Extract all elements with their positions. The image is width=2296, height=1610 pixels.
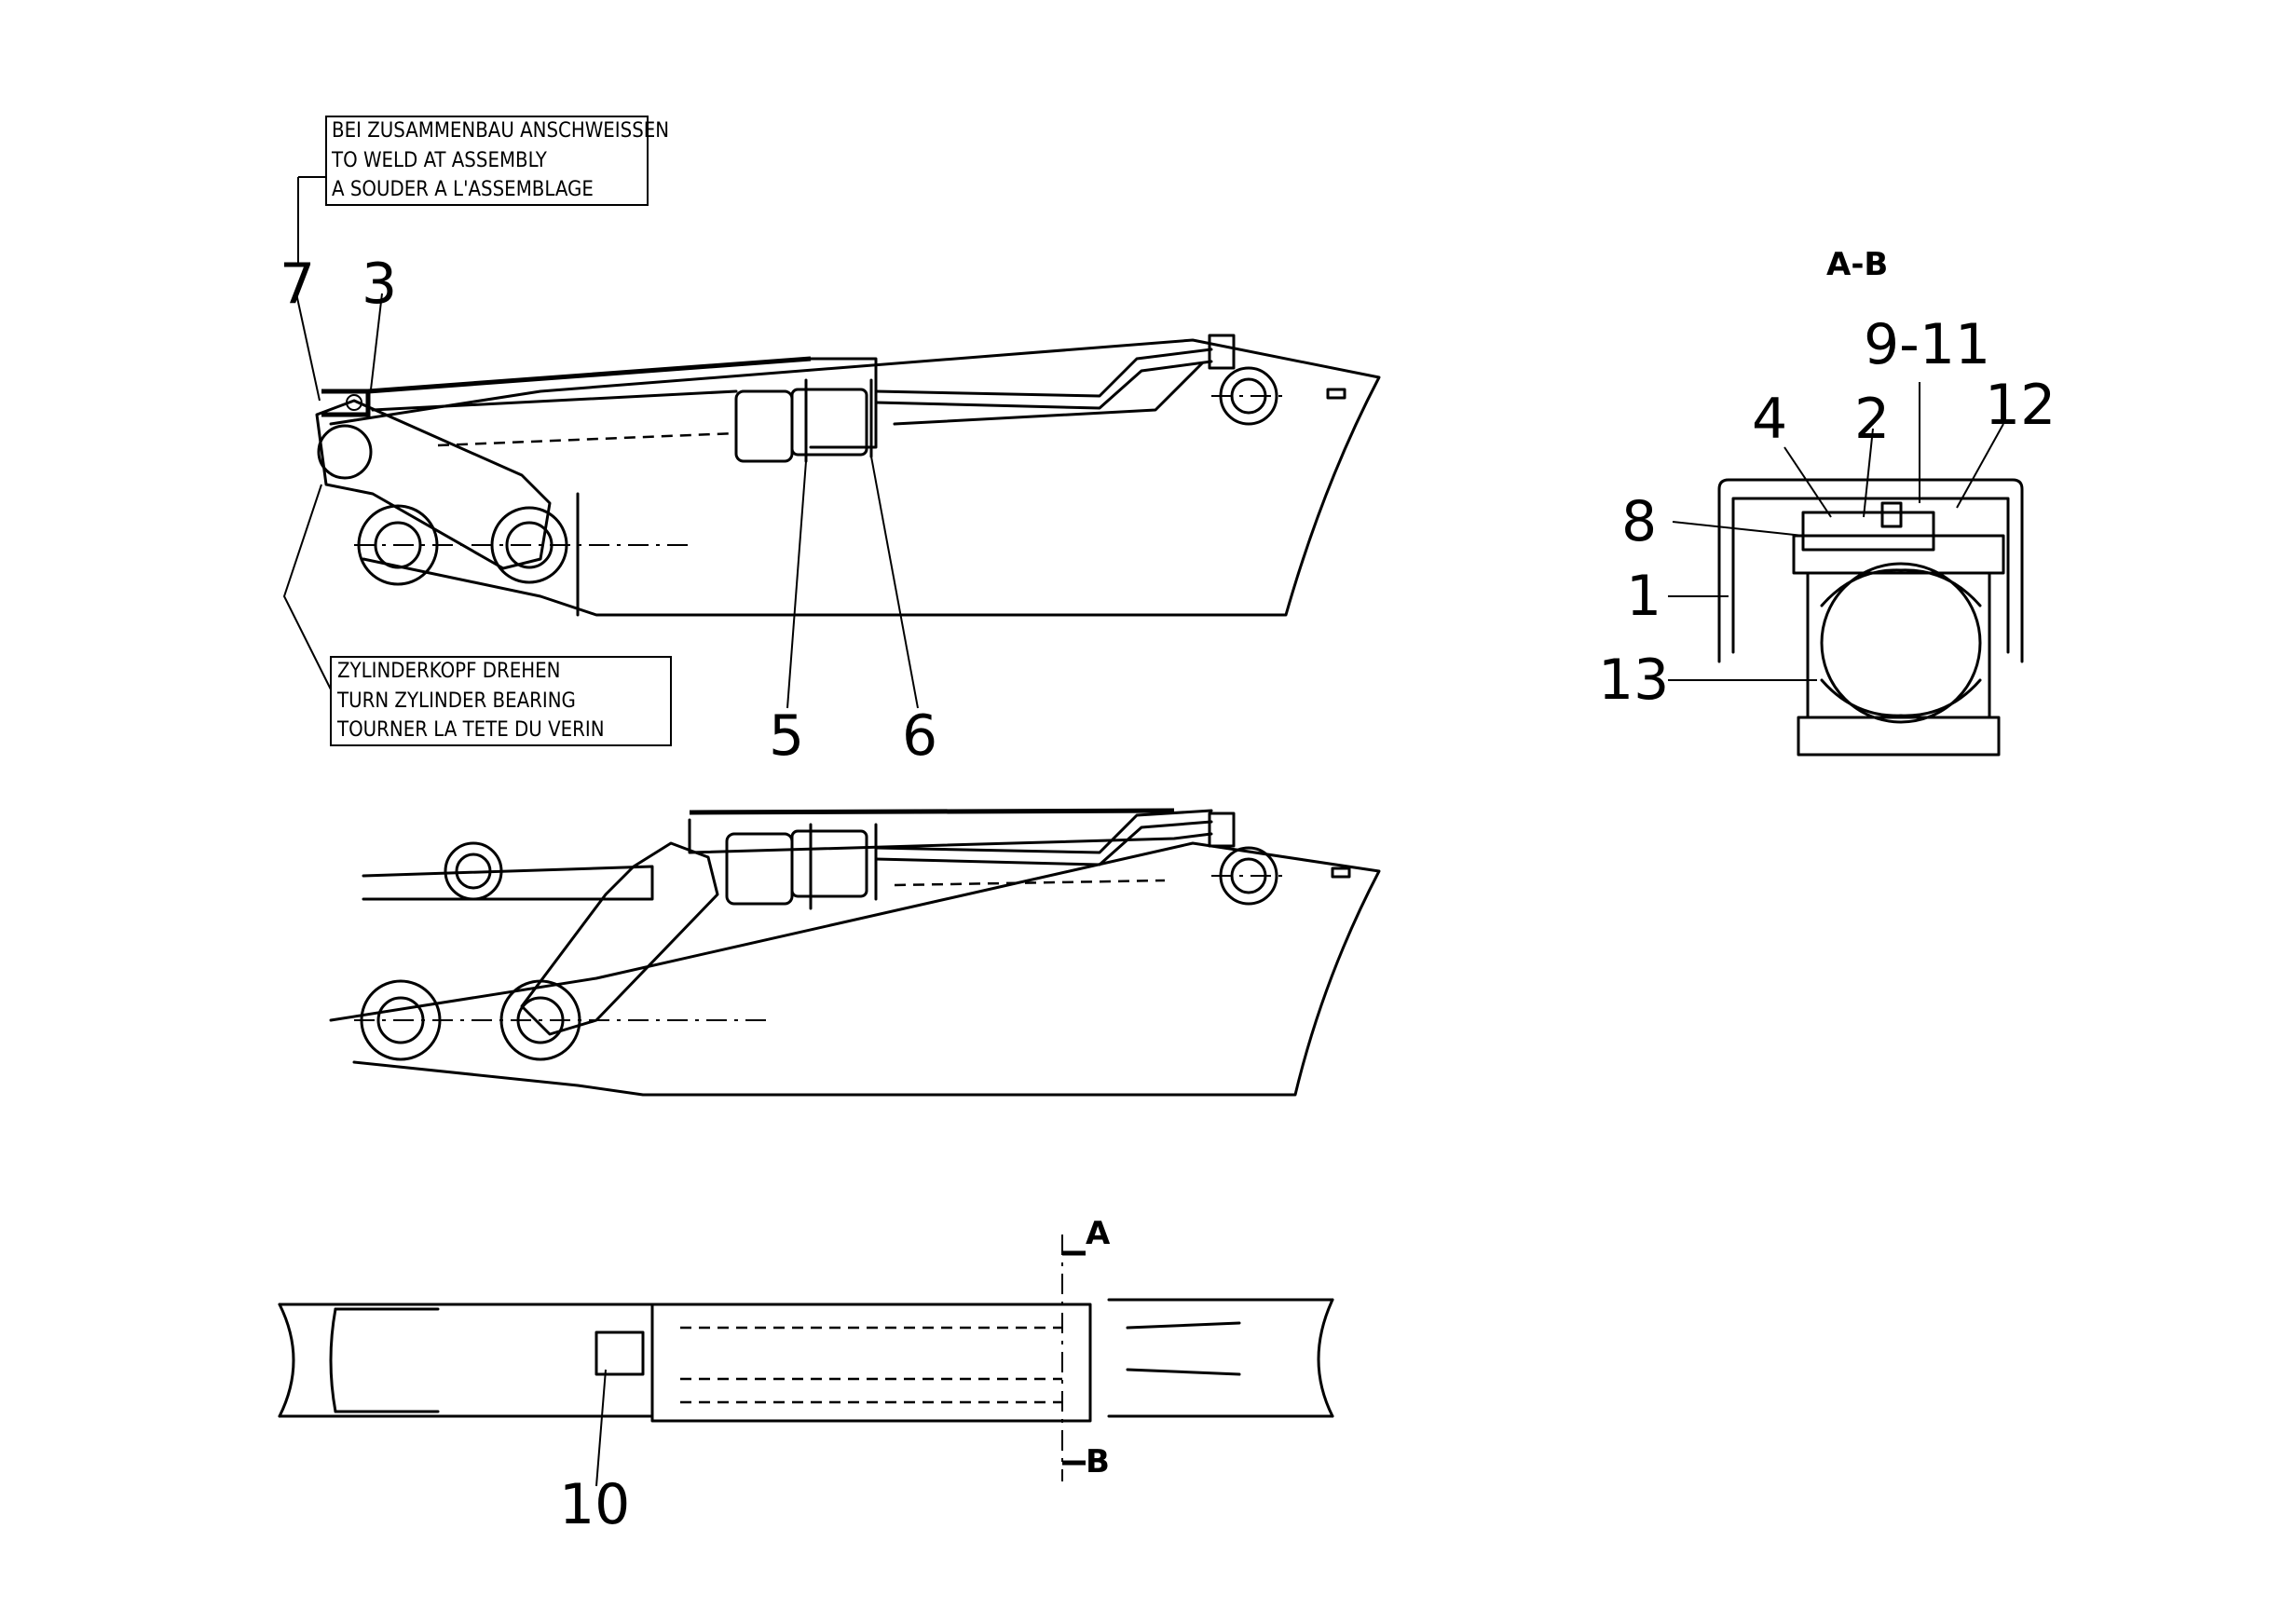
callout-5: 5 (769, 703, 804, 769)
weld-note-fr: A SOUDER A L'ASSEMBLAGE (332, 178, 594, 201)
weld-note-box (325, 116, 649, 206)
turn-note-en: TURN ZYLINDER BEARING (336, 689, 576, 713)
callout-6: 6 (902, 703, 937, 769)
side-view-top: BEI ZUSAMMENBAU ANSCHWEISSEN TO WELD AT … (280, 116, 1381, 769)
section-title: A-B (1826, 246, 1888, 283)
callout-8: 8 (1621, 489, 1657, 554)
callout-10: 10 (559, 1472, 630, 1537)
section-view: A-B 4 2 9-11 12 8 1 13 (1598, 246, 2056, 757)
cylinder-guard-plate (650, 1303, 1092, 1423)
callout-13: 13 (1598, 648, 1669, 713)
callout-4: 4 (1752, 387, 1787, 452)
side-view-middle (329, 808, 1381, 1097)
section-mark-b: B (1086, 1443, 1110, 1480)
callout-2: 2 (1854, 387, 1890, 452)
turn-note-fr: TOURNER LA TETE DU VERIN (336, 718, 605, 742)
callout-1: 1 (1626, 564, 1661, 629)
turn-note-box (330, 656, 672, 746)
callout-3: 3 (362, 252, 397, 317)
callout-7: 7 (280, 252, 315, 317)
callout-9-11: 9-11 (1864, 312, 1990, 377)
weld-note-en: TO WELD AT ASSEMBLY (331, 149, 548, 172)
weld-note-de: BEI ZUSAMMENBAU ANSCHWEISSEN (332, 119, 669, 143)
turn-note-de: ZYLINDERKOPF DREHEN (337, 660, 560, 683)
section-mark-a: A (1086, 1215, 1111, 1252)
top-view: A B 10 (278, 1215, 1334, 1537)
callout-12: 12 (1985, 373, 2056, 438)
